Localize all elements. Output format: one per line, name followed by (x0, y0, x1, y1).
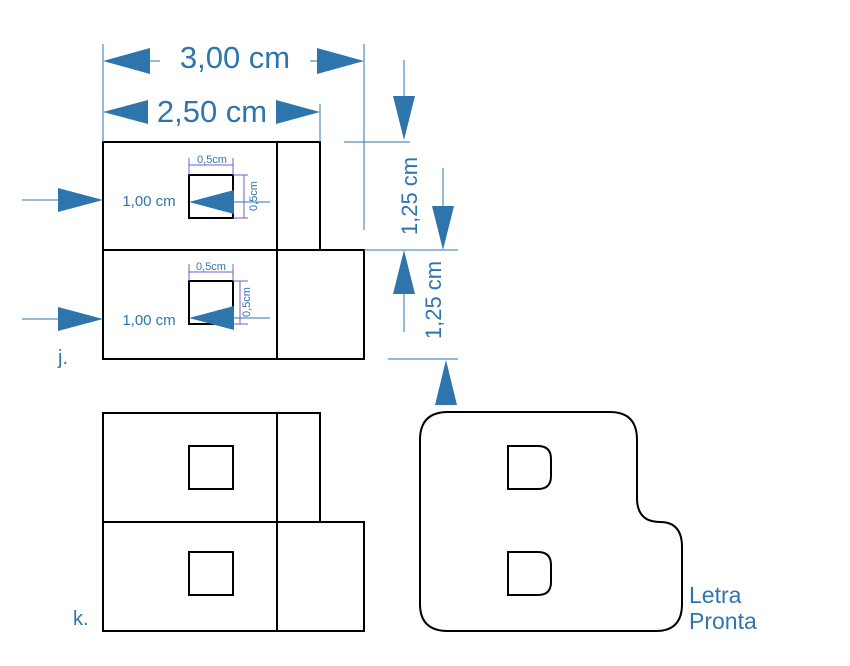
label-offset-top: 1,00 cm (122, 193, 175, 210)
brand-line-2: Pronta (689, 608, 757, 634)
step-j-label: j. (57, 347, 68, 369)
k-bottom-block-extension (276, 521, 365, 632)
dim-offset-top (22, 188, 270, 214)
step-k-drawing (102, 412, 365, 632)
step-j-drawing (102, 141, 365, 360)
step-k-label: k. (73, 608, 89, 630)
finished-letter-b (419, 411, 683, 632)
label-height-bottom: 1,25 cm (421, 261, 446, 339)
top-block-extension (276, 141, 321, 251)
label-hole-height-bottom: 0,5cm (241, 287, 253, 317)
bottom-block-extension (276, 249, 365, 360)
label-hole-width-top: 0,5cm (197, 154, 227, 166)
brand-line-1: Letra (689, 582, 742, 608)
dim-width-inner (103, 100, 320, 124)
letter-b-upper-counter (507, 445, 552, 490)
dim-width-outer (103, 48, 364, 74)
label-width-inner: 2,50 cm (157, 94, 267, 129)
label-offset-bottom: 1,00 cm (122, 312, 175, 329)
k-top-block-extension (276, 412, 321, 523)
label-hole-height-top: 0,5cm (248, 181, 260, 211)
k-bottom-hole (188, 551, 234, 596)
label-hole-width-bottom: 0,5cm (196, 261, 226, 273)
k-top-hole (188, 445, 234, 490)
letter-b-lower-counter (507, 551, 552, 596)
dim-height-top (393, 60, 454, 250)
extension-lines (102, 44, 458, 360)
label-width-outer: 3,00 cm (180, 40, 290, 75)
label-height-top: 1,25 cm (397, 157, 422, 235)
dim-height-bottom (393, 250, 457, 405)
bottom-hole (188, 280, 234, 325)
letter-b-outline (419, 411, 683, 632)
dim-offset-bottom (22, 306, 270, 331)
